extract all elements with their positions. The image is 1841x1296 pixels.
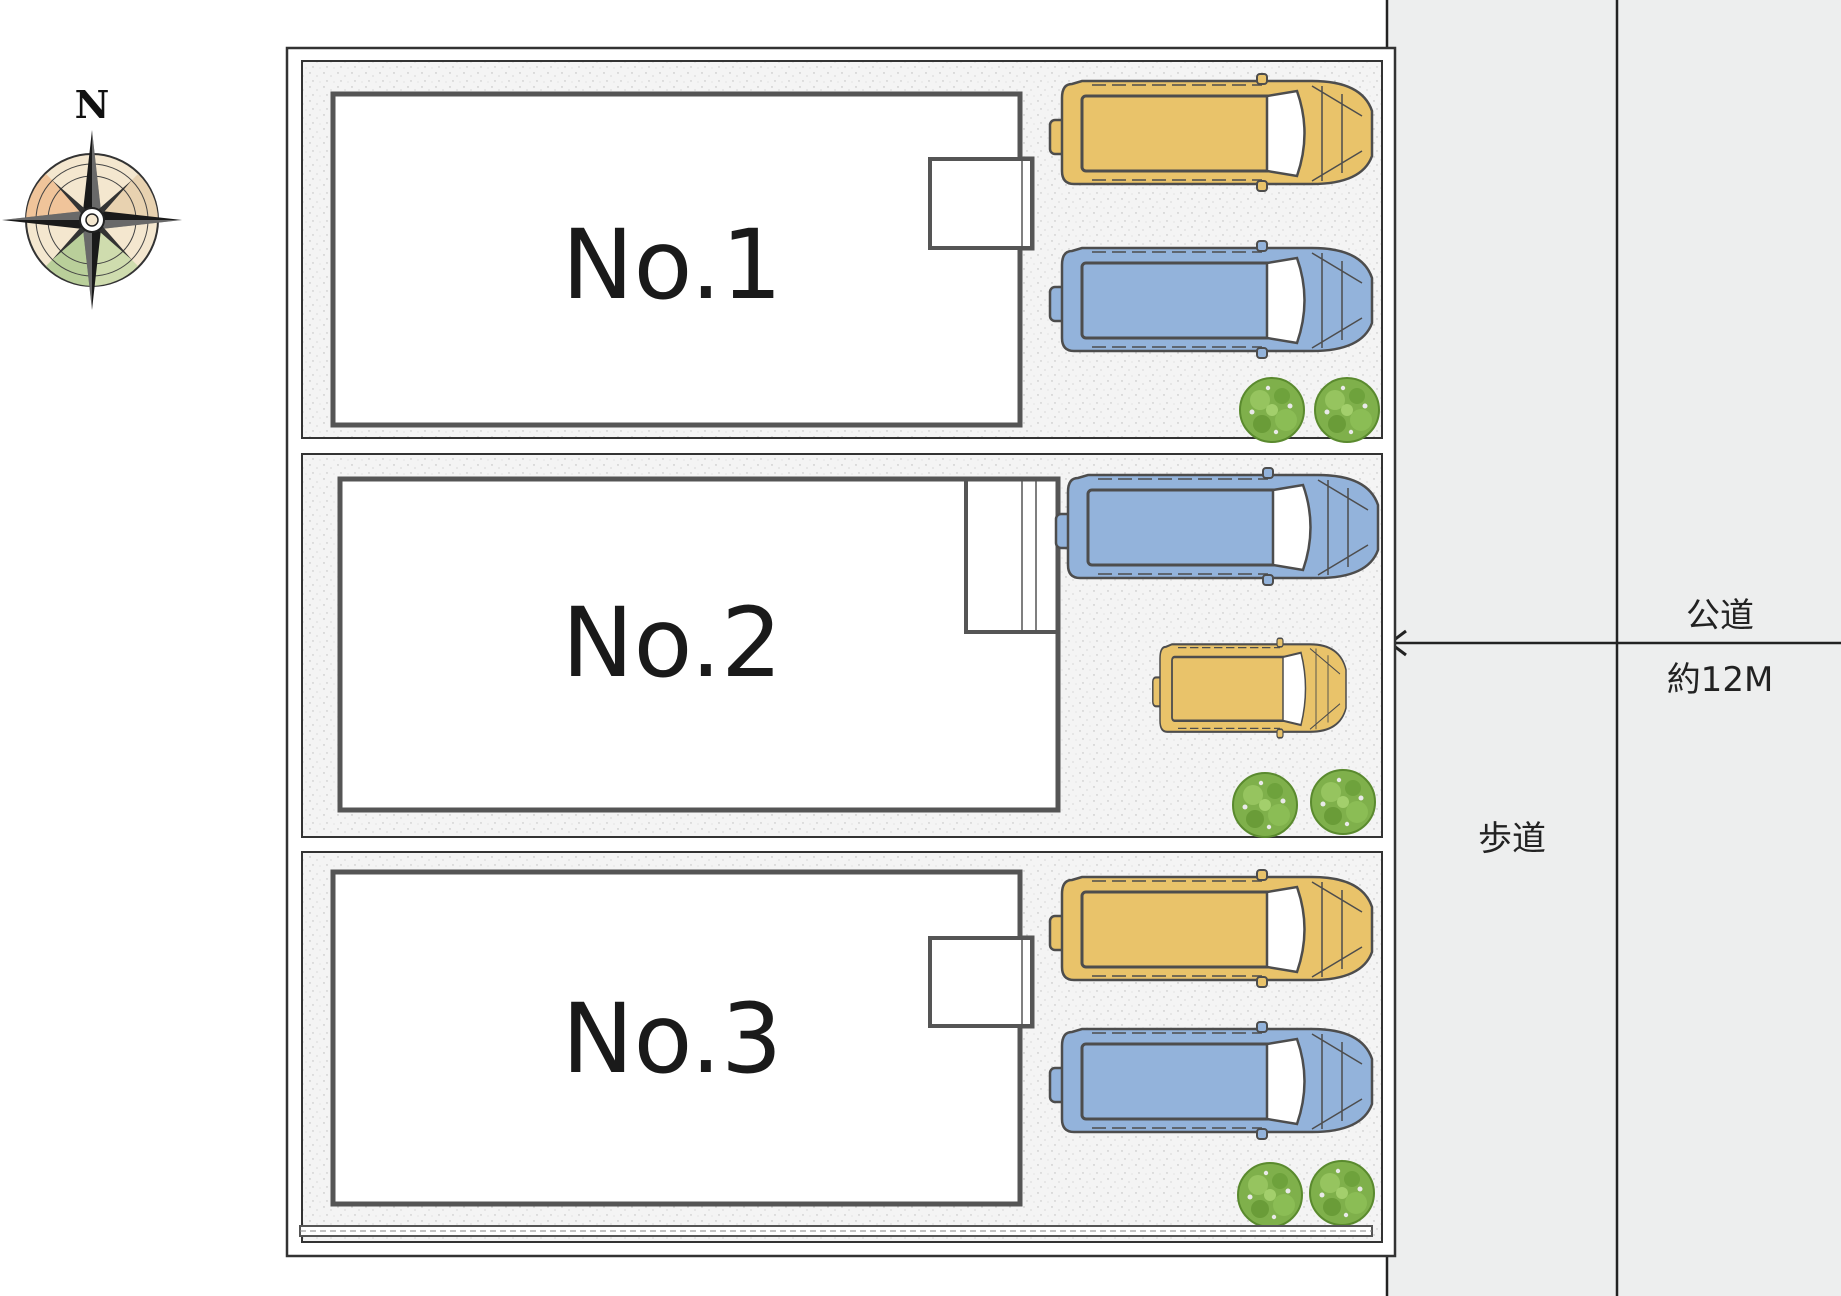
lot-1: No.1 [301, 60, 1383, 443]
building-lot-2 [337, 476, 1061, 813]
entrance-porch-lot-2 [964, 479, 1058, 634]
tree-icon [1232, 772, 1298, 838]
car-icon [1151, 637, 1348, 740]
tree-icon [1237, 1162, 1303, 1228]
car-icon [1054, 466, 1380, 587]
road-name-label: 公道 [1686, 596, 1754, 636]
entrance-porch-lot-1 [928, 157, 1034, 250]
car-icon [1048, 239, 1374, 360]
sidewalk-area [1387, 0, 1617, 1296]
tree-icon [1239, 377, 1305, 443]
car-icon [1048, 1020, 1374, 1141]
lot-3: No.3 [299, 851, 1383, 1243]
car-icon [1048, 868, 1374, 989]
lot-label-2: No.2 [562, 587, 782, 699]
road-area [1617, 0, 1841, 1296]
compass-rose-icon [2, 130, 182, 310]
lot-2: No.2 [301, 453, 1383, 838]
car-icon [1048, 72, 1374, 193]
sidewalk-label: 歩道 [1478, 819, 1546, 859]
north-label: N [75, 82, 110, 127]
lot-label-3: No.3 [562, 983, 782, 1095]
lot-label-1: No.1 [562, 209, 782, 321]
tree-icon [1310, 769, 1376, 835]
tree-icon [1314, 377, 1380, 443]
tree-icon [1309, 1160, 1375, 1226]
road-width-label: 約12M [1667, 660, 1774, 700]
entrance-porch-lot-3 [928, 936, 1034, 1028]
